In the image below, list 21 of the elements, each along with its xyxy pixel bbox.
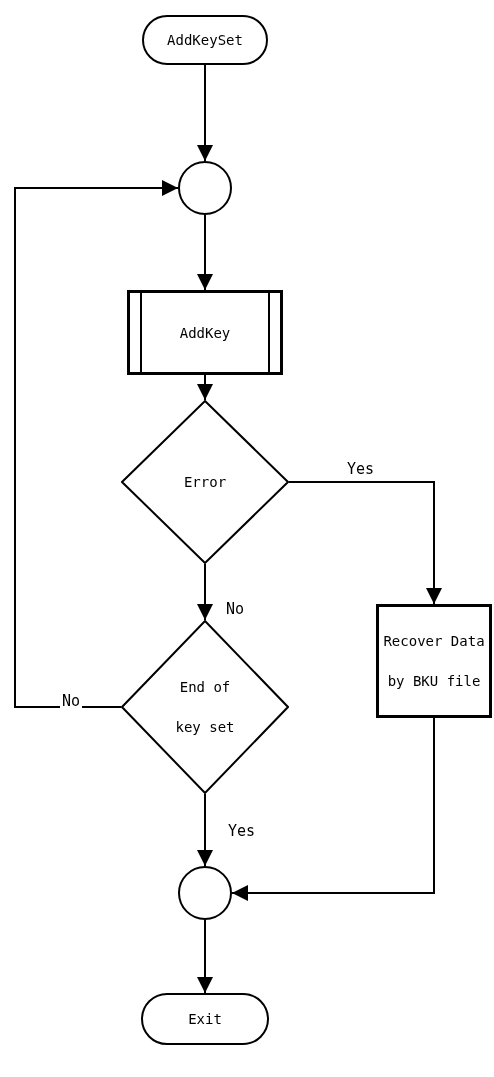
node-label: AddKey	[179, 323, 231, 343]
arrow	[231, 717, 435, 901]
node-label: End of key set	[174, 678, 236, 737]
arrow	[197, 793, 213, 867]
arrow	[197, 919, 213, 994]
arrow	[288, 481, 442, 605]
process-box	[376, 604, 492, 718]
arrow	[197, 64, 213, 162]
decision-diamond	[121, 620, 289, 794]
arrow	[197, 214, 213, 291]
node-label: Error	[183, 473, 227, 492]
node-label: Exit	[188, 1010, 222, 1029]
terminal-shape	[141, 993, 269, 1045]
node-label: AddKeySet	[167, 31, 243, 50]
arrow	[197, 563, 213, 621]
predefined-process-box	[127, 290, 283, 375]
arrow	[197, 374, 213, 401]
arrow	[14, 180, 179, 708]
node-label: Recover Data by BKU file	[382, 632, 486, 691]
terminal-shape	[142, 15, 268, 65]
decision-diamond	[121, 400, 289, 564]
